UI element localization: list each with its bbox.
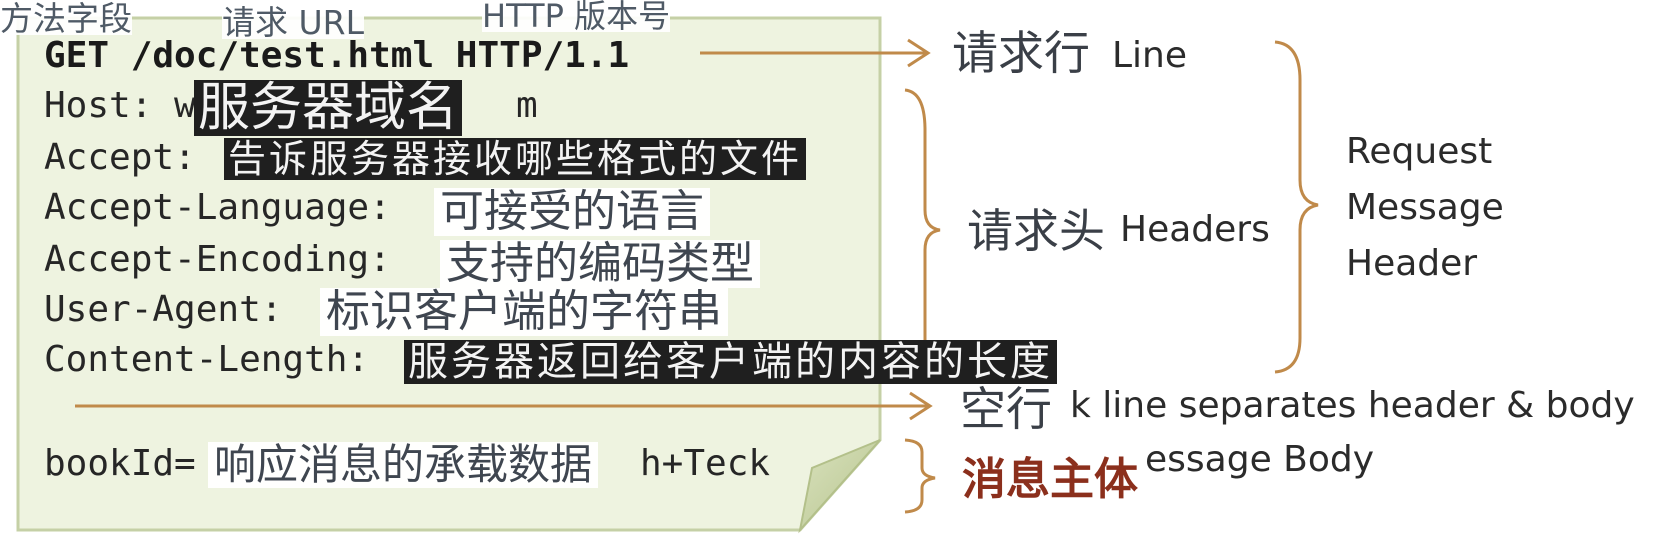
content-length-annotation: 服务器返回给客户端的内容的长度 [404, 340, 1057, 384]
http-version-label: HTTP 版本号 [482, 0, 671, 35]
request-line-text: GET /doc/test.html HTTP/1.1 [44, 35, 630, 76]
body-annotation: 响应消息的承载数据 [208, 442, 599, 488]
blank-line-zh-label: 空行 [958, 382, 1054, 436]
accept-line: Accept: [44, 137, 196, 178]
user-agent-line: User-Agent: [44, 289, 283, 330]
message-body-en-label: essage Body [1145, 439, 1375, 480]
headers-en-label: Headers [1120, 209, 1270, 250]
host-line-end: m [516, 85, 538, 126]
body-brace [904, 438, 936, 514]
message-body-zh-label: 消息主体 [960, 454, 1140, 505]
host-line: Host: w [44, 85, 196, 126]
request-word: Request [1346, 131, 1493, 172]
blank-line-en-label: k line separates header & body [1070, 385, 1635, 426]
message-word: Message [1346, 187, 1504, 228]
body-line-suffix: h+Teck [640, 443, 771, 484]
accept-encoding-annotation: 支持的编码类型 [440, 240, 760, 288]
method-field-label: 方法字段 [0, 0, 132, 38]
user-agent-annotation: 标识客户端的字符串 [320, 288, 728, 336]
accept-language-line: Accept-Language: [44, 187, 391, 228]
body-line-prefix: bookId= [44, 443, 196, 484]
request-message-brace [1274, 40, 1319, 374]
request-url-label: 请求 URL [222, 3, 364, 42]
headers-brace [904, 88, 941, 379]
host-annotation: 服务器域名 [194, 80, 463, 136]
accept-language-annotation: 可接受的语言 [434, 188, 710, 236]
content-length-line: Content-Length: [44, 339, 370, 380]
request-line-en-label: Line [1112, 35, 1188, 76]
accept-encoding-line: Accept-Encoding: [44, 239, 391, 280]
note-fold [798, 439, 881, 534]
request-line-zh-label: 请求行 [950, 26, 1092, 80]
request-line-arrow [700, 38, 931, 68]
headers-zh-label: 请求头 [965, 204, 1107, 258]
accept-annotation: 告诉服务器接收哪些格式的文件 [224, 138, 807, 180]
blank-line-arrow [75, 391, 933, 421]
header-word: Header [1346, 243, 1478, 284]
